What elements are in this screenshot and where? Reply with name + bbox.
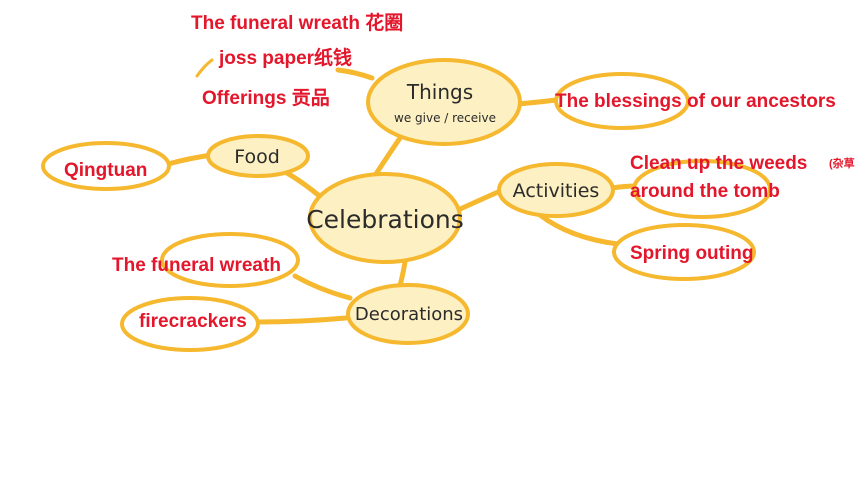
- blessings-bubble: [554, 72, 690, 130]
- answer-joss-paper: joss paper纸钱: [219, 48, 353, 69]
- activities-label: Activities: [513, 180, 600, 202]
- firecrackers-bubble: [120, 296, 260, 352]
- decorations-label: Decorations: [355, 304, 463, 325]
- qingtuan-bubble: [41, 141, 171, 191]
- answer-spring-outing: Spring outing: [630, 243, 754, 264]
- answer-around-tomb: around the tomb: [630, 181, 780, 202]
- answer-clean-up: Clean up the weeds: [630, 153, 808, 174]
- things-label: Things: [406, 80, 473, 104]
- link-things-jossline: [335, 67, 375, 81]
- answer-blessings: The blessings of our ancestors: [555, 91, 836, 112]
- link-food-qingtuan: [165, 152, 215, 167]
- center-label: Celebrations: [306, 205, 464, 234]
- food-label: Food: [234, 146, 280, 168]
- link-decorations-wreath: [292, 273, 353, 301]
- stray-mark: [195, 58, 214, 78]
- answer-clean-up-note: (杂草: [829, 158, 855, 170]
- food-bubble: [206, 134, 310, 178]
- answer-firecrackers: firecrackers: [139, 311, 247, 332]
- activities-bubble: [497, 162, 615, 218]
- link-decorations-firecrackers: [255, 315, 349, 325]
- spring-bubble: [612, 223, 756, 281]
- link-activities-spring: [537, 212, 621, 247]
- clean-bubble: [632, 159, 772, 219]
- wreath-bubble: [160, 232, 300, 288]
- things-sublabel: we give / receive: [394, 111, 496, 125]
- answer-funeral-wreath-top: The funeral wreath 花圈: [191, 13, 404, 34]
- link-things-blessings: [515, 97, 559, 107]
- link-center-food: [282, 169, 325, 201]
- answer-qingtuan: Qingtuan: [64, 160, 148, 181]
- decorations-bubble: [346, 283, 470, 345]
- things-bubble: [366, 58, 522, 146]
- answer-offerings: Offerings 贡品: [202, 88, 330, 109]
- link-center-activities: [455, 189, 501, 213]
- answer-funeral-wreath-left: The funeral wreath: [112, 255, 281, 276]
- center-bubble: [308, 172, 462, 264]
